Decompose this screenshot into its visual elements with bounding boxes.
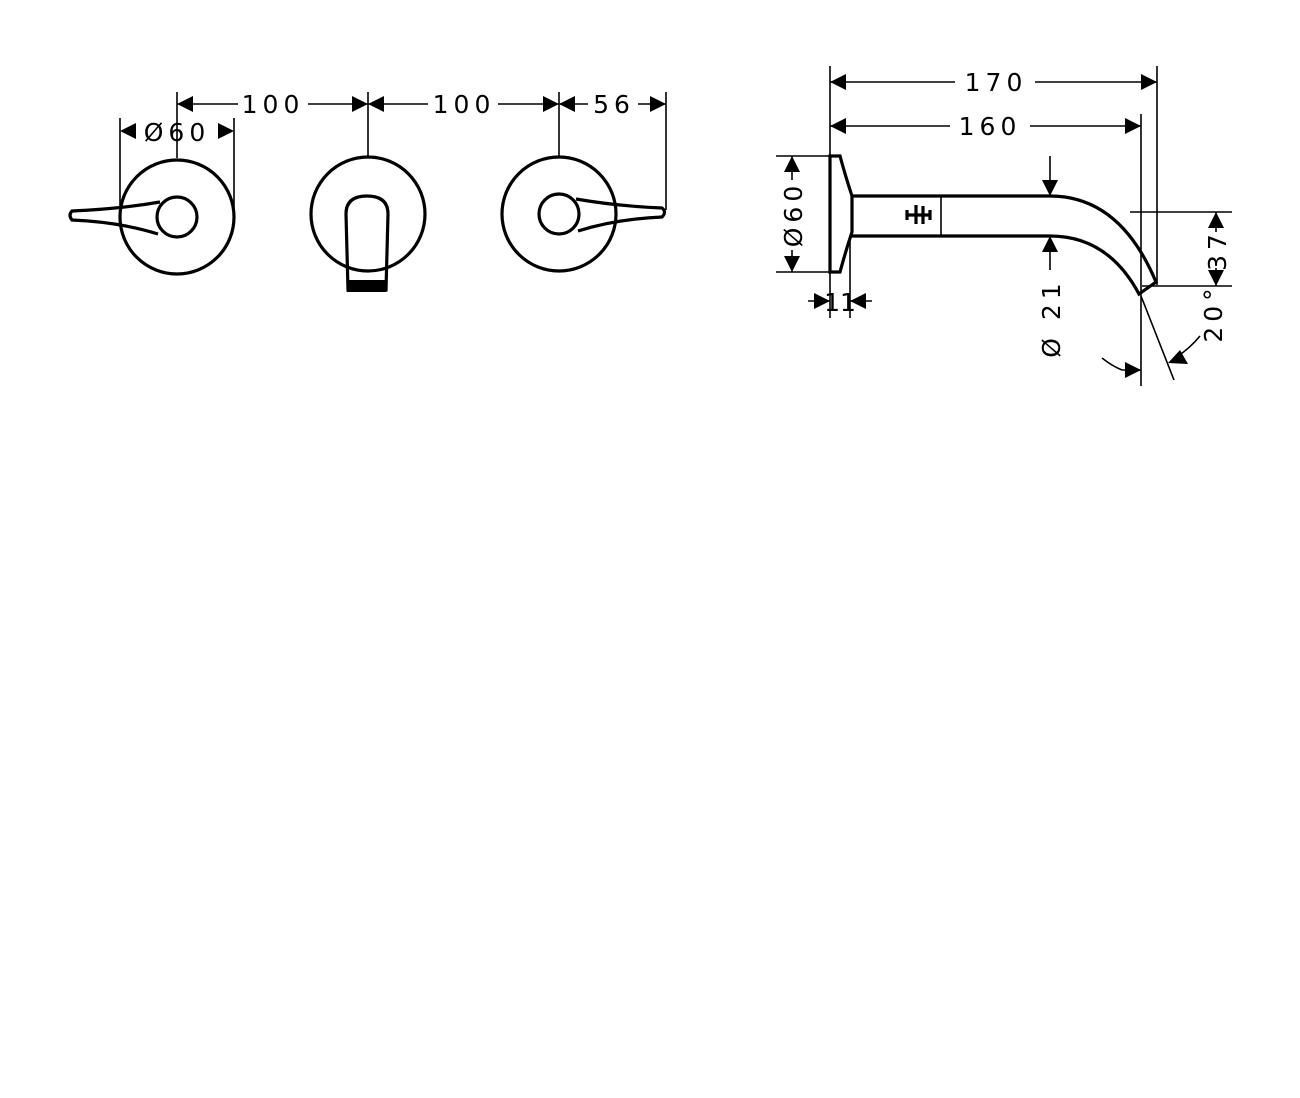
left-lever: [68, 200, 161, 236]
right-handle: [500, 155, 667, 273]
left-knob: [155, 195, 199, 239]
dim-label-overall-projection: 170: [965, 68, 1028, 97]
left-handle: [68, 158, 236, 276]
dim-rosette-depth: 11: [808, 288, 872, 317]
dim-rosette-diameter-front: Ø60: [120, 118, 234, 147]
dim-label-spacing-right: 100: [433, 90, 496, 119]
dim-outlet-angle: 20°: [1101, 283, 1228, 378]
dim-label-rosette-diameter-side: Ø60: [779, 181, 808, 248]
side-view: 170 160 Ø60 11: [776, 66, 1232, 386]
front-view: 100 100 56 Ø60: [68, 88, 667, 292]
left-rosette: [118, 158, 236, 276]
dim-label-rosette-diameter-front: Ø60: [144, 118, 211, 147]
dim-outlet-height: 37: [1203, 212, 1232, 286]
dim-label-spout-diameter: Ø 21: [1037, 278, 1066, 357]
spout-outlet: [347, 280, 386, 292]
dim-spout-projection: 160: [830, 110, 1141, 142]
dim-overall-projection: 170: [830, 66, 1157, 98]
clip-icon: [905, 205, 932, 224]
dim-label-spacing-left: 100: [242, 90, 305, 119]
spout-body: [344, 194, 390, 292]
dim-label-rosette-depth: 11: [824, 288, 856, 317]
side-spout: [852, 194, 1158, 297]
dim-label-lever-reach: 56: [593, 90, 635, 119]
dim-spacing-right: 100: [368, 88, 559, 120]
side-rosette: [828, 154, 854, 274]
dim-lever-reach: 56: [559, 88, 666, 120]
dim-label-spout-projection: 160: [959, 112, 1022, 141]
spout-rosette: [309, 155, 427, 273]
dim-label-outlet-height: 37: [1203, 229, 1232, 271]
dim-spout-diameter: Ø 21: [1037, 156, 1066, 358]
right-rosette: [500, 155, 618, 273]
right-knob: [537, 192, 581, 236]
spout-front: [309, 155, 427, 292]
dim-rosette-diameter-side: Ø60: [778, 156, 808, 272]
dim-spacing-left: 100: [177, 88, 368, 120]
ext-line: [1140, 295, 1175, 381]
right-lever: [575, 197, 667, 233]
dim-label-outlet-angle: 20°: [1199, 283, 1228, 342]
